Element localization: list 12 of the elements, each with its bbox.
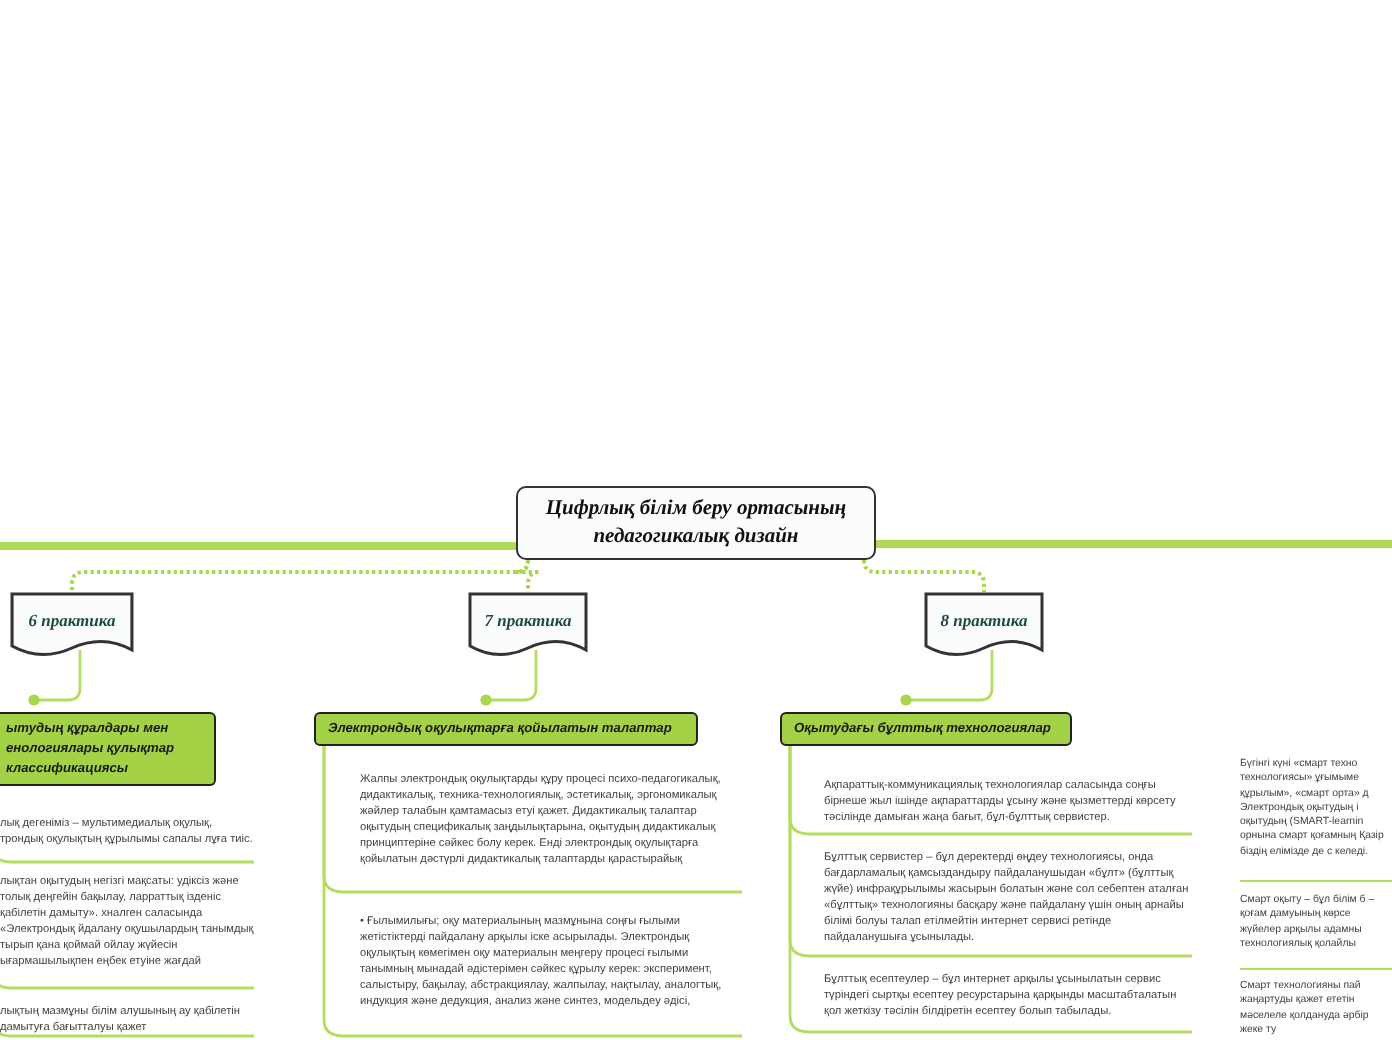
title-box: Цифрлық білім беру ортасының педагогикалық дизайн (516, 486, 876, 560)
connector-line (900, 650, 994, 706)
connector-line (514, 559, 542, 592)
connector-line (0, 542, 516, 550)
connector-line (788, 746, 1192, 1034)
connector-line (480, 650, 538, 706)
connector-line (28, 650, 82, 706)
document-shape-node: 7 практика (468, 592, 588, 658)
document-shape-node: 8 практика (924, 592, 1044, 658)
connector-line (322, 746, 742, 1038)
connector-line (876, 540, 1392, 548)
document-shape-node: 6 практика (10, 592, 134, 658)
